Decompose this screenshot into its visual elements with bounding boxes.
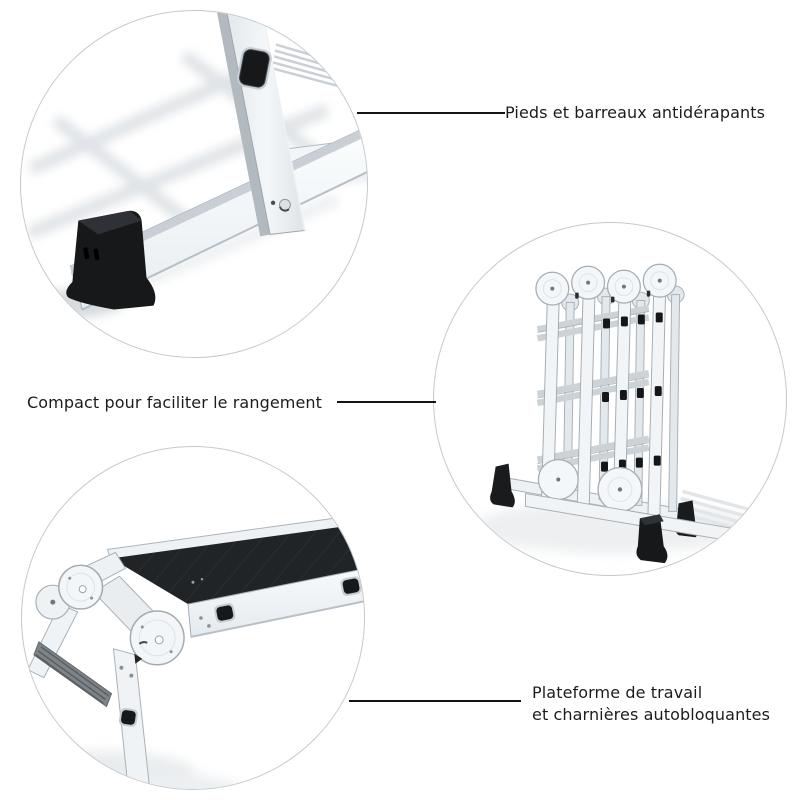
rung-socket-plug <box>236 47 272 90</box>
bottom-hinge-discs <box>537 459 643 513</box>
locking-hinge-disc <box>129 610 185 666</box>
leader-line-antislip <box>357 112 505 114</box>
rubber-foot <box>636 514 668 564</box>
callout-label-line: et charnières autobloquantes <box>532 705 771 724</box>
callout-label-compact: Compact pour faciliter le rangement <box>27 392 322 414</box>
work-platform-closeup-illustration <box>22 514 364 789</box>
detail-circle-folded-ladder <box>433 222 787 576</box>
front-stabilizer-bar <box>524 492 739 564</box>
callout-label-line: Pieds et barreaux antidérapants <box>505 103 766 122</box>
rung-socket-plug <box>118 707 138 727</box>
ground-shadow <box>101 774 241 789</box>
front-leg <box>112 648 150 786</box>
hinge-pin <box>50 599 56 605</box>
rubber-foot <box>66 210 156 310</box>
top-hinge-discs <box>535 263 677 306</box>
striped-rung <box>33 641 113 708</box>
hinge-screw <box>270 198 291 212</box>
front-rails <box>540 288 667 522</box>
callout-label-line: Plateforme de travail <box>532 683 703 702</box>
rubber-foot <box>490 463 515 508</box>
platform-front-rail <box>187 568 364 638</box>
rung-stack <box>271 43 354 92</box>
folded-ladder-illustration <box>473 263 779 564</box>
rung-socket-plug <box>214 603 236 623</box>
callout-label-line: Compact pour faciliter le rangement <box>27 393 323 412</box>
leader-line-platform <box>349 700 521 702</box>
leader-line-compact <box>337 401 436 403</box>
detail-circle-antislip-feet <box>20 10 368 358</box>
callout-label-antislip: Pieds et barreaux antidérapants <box>505 102 765 124</box>
callout-label-platform: Plateforme de travail et charnières auto… <box>532 682 770 726</box>
hinge-latch <box>134 653 143 664</box>
locking-hinge-disc <box>58 564 104 610</box>
ladder-rubber-foot-closeup-illustration <box>21 11 367 324</box>
detail-circle-work-platform <box>21 446 365 790</box>
rung-socket-plug <box>340 576 362 597</box>
